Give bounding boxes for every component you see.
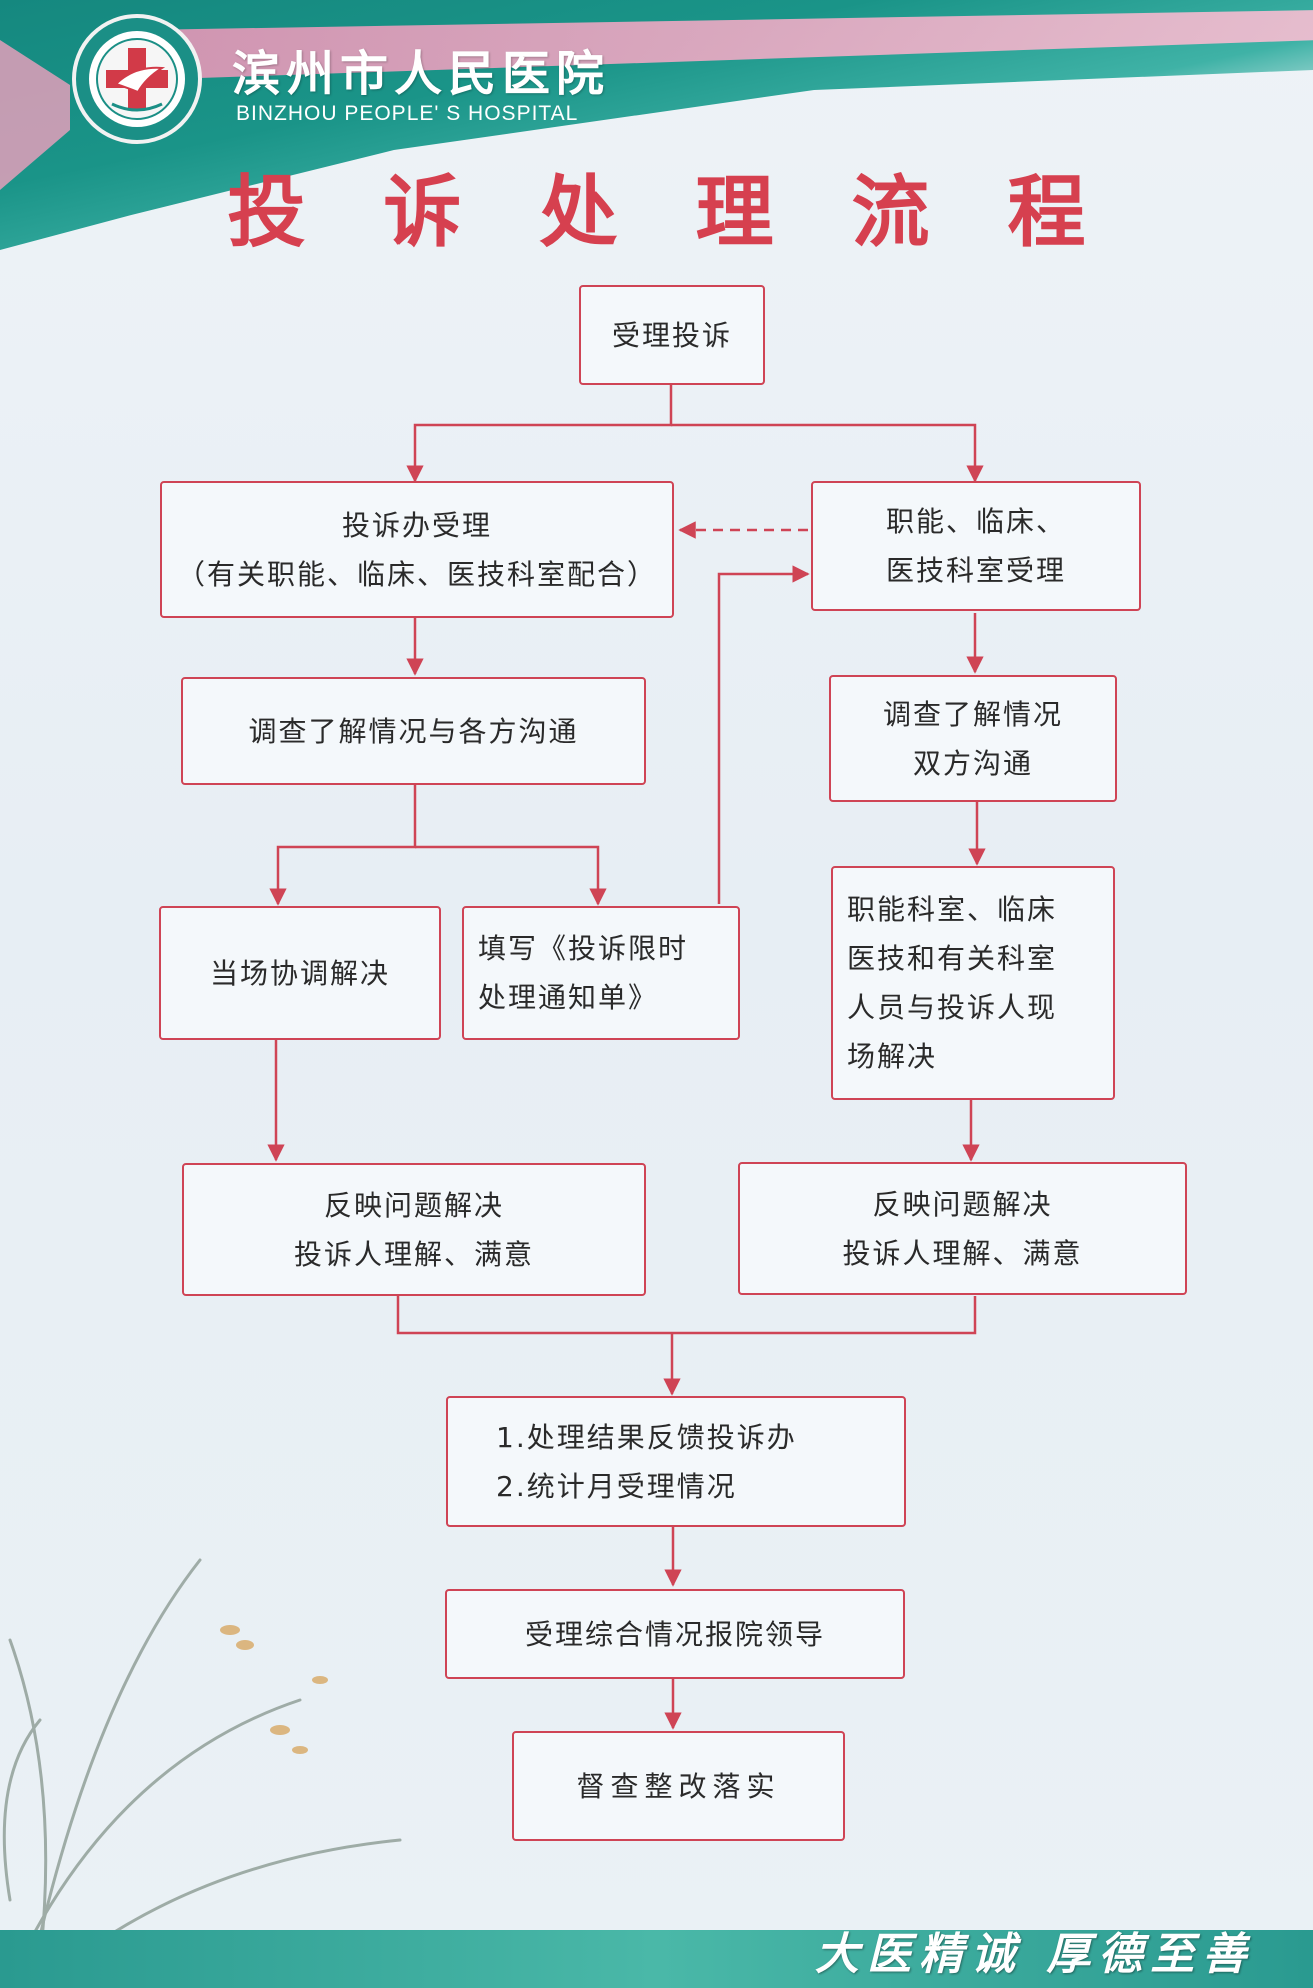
box-resolved-left-line2: 投诉人理解、满意 — [293, 1237, 534, 1271]
box-fill-notice: 填写《投诉限时 处理通知单》 — [462, 906, 740, 1040]
box-resolved-right-line1: 反映问题解决 — [872, 1187, 1053, 1221]
page-title: 投诉处理流程 — [227, 167, 1164, 258]
box-office-investigate: 调查了解情况与各方沟通 — [181, 677, 646, 785]
box-dept-investigate: 调查了解情况 双方沟通 — [829, 675, 1117, 802]
box-office-investigate-text: 调查了解情况与各方沟通 — [248, 714, 579, 748]
box-supervise: 督查整改落实 — [512, 1731, 845, 1841]
box-onsite-resolve-text: 当场协调解决 — [209, 956, 390, 990]
box-report-leaders: 受理综合情况报院领导 — [445, 1589, 905, 1679]
box-supervise-text: 督查整改落实 — [576, 1769, 781, 1803]
box-resolved-left-line1: 反映问题解决 — [323, 1188, 504, 1222]
box-dept-onsite-line3: 人员与投诉人现 — [847, 991, 1058, 1024]
box-office-accept-line2: （有关职能、临床、医技科室配合） — [176, 557, 657, 591]
box-office-accept: 投诉办受理 （有关职能、临床、医技科室配合） — [160, 481, 674, 618]
box-dept-investigate-line2: 双方沟通 — [912, 746, 1033, 780]
box-feedback-line1: 1.处理结果反馈投诉办 — [496, 1420, 797, 1454]
box-dept-onsite: 职能科室、临床 医技和有关科室 人员与投诉人现 场解决 — [831, 866, 1115, 1100]
box-dept-onsite-line2: 医技和有关科室 — [847, 942, 1058, 975]
box-fill-notice-line1: 填写《投诉限时 — [478, 932, 689, 965]
orchid-decoration-icon — [2, 1558, 402, 1982]
footer-slogan: 大医精诚 厚德至善 — [815, 1929, 1255, 1980]
box-dept-accept-line1: 职能、临床、 — [885, 505, 1066, 538]
box-dept-investigate-line1: 调查了解情况 — [882, 697, 1063, 731]
box-resolved-left: 反映问题解决 投诉人理解、满意 — [182, 1163, 646, 1296]
box-report-leaders-text: 受理综合情况报院领导 — [524, 1617, 825, 1651]
box-feedback-line2: 2.统计月受理情况 — [496, 1469, 737, 1503]
footer-band — [0, 1930, 1313, 1988]
box-feedback: 1.处理结果反馈投诉办 2.统计月受理情况 — [446, 1396, 906, 1527]
box-fill-notice-line2: 处理通知单》 — [478, 981, 659, 1014]
box-onsite-resolve: 当场协调解决 — [159, 906, 441, 1040]
hospital-logo-icon — [72, 14, 202, 144]
box-accept-complaint: 受理投诉 — [579, 285, 765, 385]
box-dept-accept: 职能、临床、 医技科室受理 — [811, 481, 1141, 611]
hospital-name-english: BINZHOU PEOPLE' S HOSPITAL — [236, 102, 579, 125]
box-dept-onsite-line1: 职能科室、临床 — [847, 893, 1058, 926]
box-accept-text: 受理投诉 — [611, 318, 732, 352]
hospital-name-chinese: 滨州市人民医院 — [232, 46, 611, 102]
box-dept-accept-line2: 医技科室受理 — [885, 554, 1066, 587]
box-dept-onsite-line4: 场解决 — [847, 1040, 938, 1073]
box-office-accept-line1: 投诉办受理 — [341, 508, 492, 542]
box-resolved-right-line2: 投诉人理解、满意 — [842, 1236, 1083, 1270]
box-resolved-right: 反映问题解决 投诉人理解、满意 — [738, 1162, 1187, 1295]
